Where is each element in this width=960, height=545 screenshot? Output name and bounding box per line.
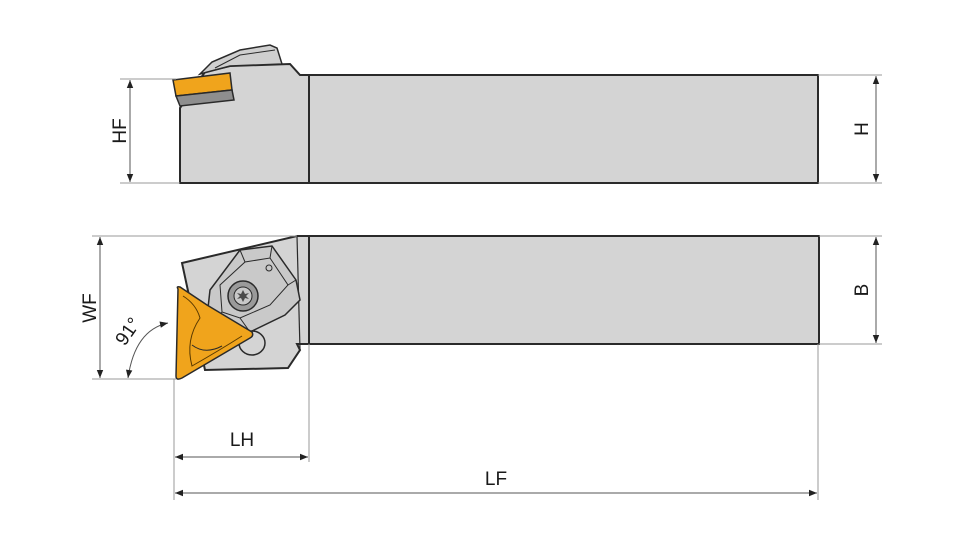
torx-icon bbox=[237, 290, 249, 302]
top-insert bbox=[175, 286, 254, 380]
hf-label: HF bbox=[110, 118, 131, 143]
angle-label: 91° bbox=[112, 314, 146, 350]
h-label: H bbox=[852, 122, 873, 136]
lh-label: LH bbox=[230, 430, 254, 451]
side-shank bbox=[308, 74, 819, 184]
lf-label: LF bbox=[485, 469, 507, 490]
angle-arc bbox=[125, 321, 169, 379]
b-label: B bbox=[852, 284, 873, 297]
side-view: HF H bbox=[110, 44, 882, 184]
wf-label: WF bbox=[80, 293, 101, 323]
top-shank bbox=[308, 235, 820, 345]
top-view: WF 91° B LH LF bbox=[80, 235, 882, 500]
side-shim bbox=[174, 89, 235, 107]
